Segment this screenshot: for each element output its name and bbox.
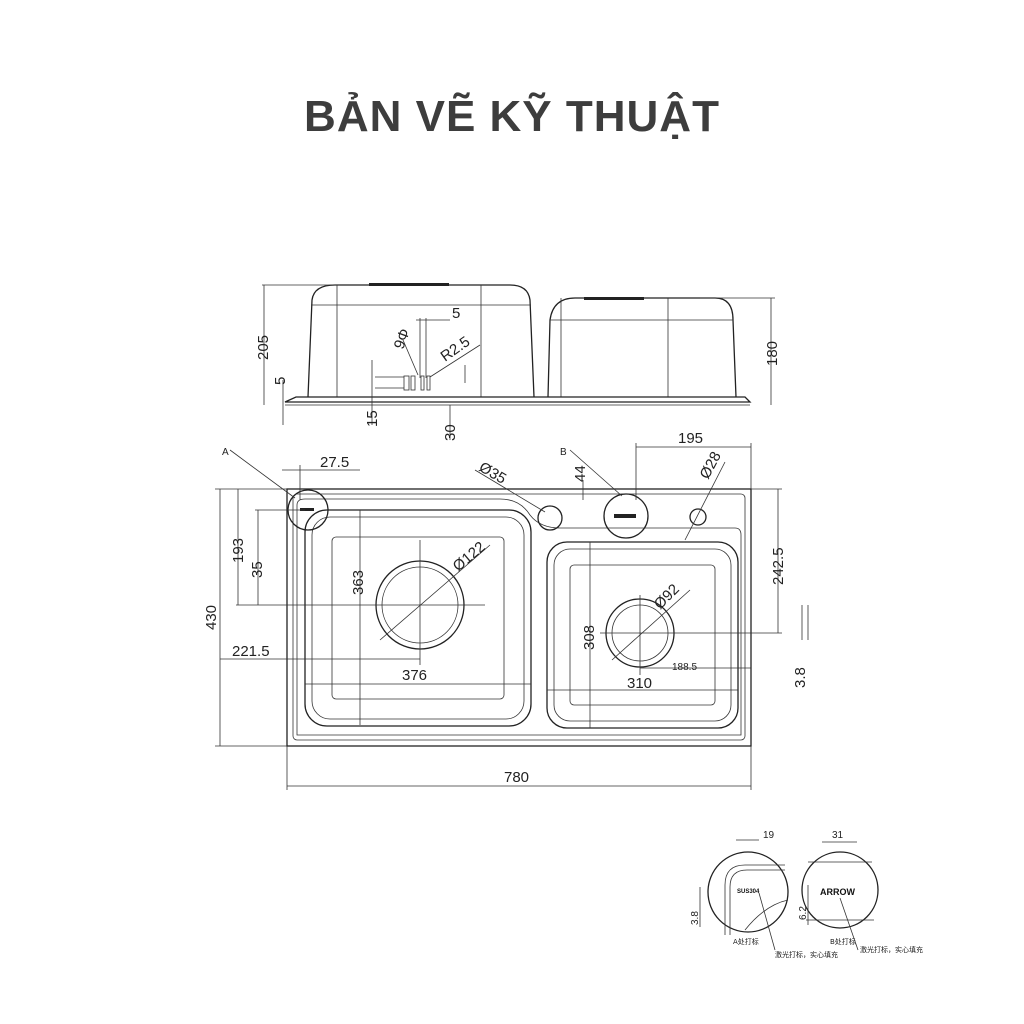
detail-a-dim-h: 3.8 bbox=[690, 911, 701, 925]
detail-b-note: 激光打标，实心填充 bbox=[860, 945, 923, 954]
plan-view: A B 27.5 195 Ø35 44 Ø28 430 193 35 363 Ø… bbox=[203, 430, 809, 790]
detail-a: SUS304 19 3.8 A处打标 激光打标，实心填充 bbox=[690, 830, 838, 959]
dim-188-5: 188.5 bbox=[672, 662, 697, 673]
dim-310: 310 bbox=[627, 675, 652, 692]
dim-35: 35 bbox=[249, 561, 266, 578]
dim-363: 363 bbox=[350, 570, 367, 595]
side-view: 205 180 5 5 9Φ R2.5 15 30 bbox=[255, 283, 781, 441]
dim-430: 430 bbox=[203, 605, 220, 630]
detail-a-note: 激光打标，实心填充 bbox=[775, 950, 838, 959]
detail-b-caption: B处打标 bbox=[830, 937, 856, 946]
label-b: B bbox=[560, 447, 567, 458]
dim-15: 15 bbox=[364, 410, 381, 427]
dim-780: 780 bbox=[504, 769, 529, 786]
dim-phi35: Ø35 bbox=[476, 459, 509, 488]
page-title: BẢN VẼ KỸ THUẬT bbox=[304, 92, 720, 141]
dim-3-8: 3.8 bbox=[792, 667, 809, 688]
dim-180: 180 bbox=[764, 341, 781, 366]
dim-27-5: 27.5 bbox=[320, 454, 349, 471]
dim-5-top: 5 bbox=[452, 305, 460, 322]
dim-376: 376 bbox=[402, 667, 427, 684]
detail-b-mark: ARROW bbox=[820, 887, 855, 897]
detail-a-dim-w: 19 bbox=[763, 830, 775, 841]
dim-phi122: Ø122 bbox=[450, 538, 489, 575]
detail-b: ARROW 31 6.2 B处打标 激光打标，实心填充 bbox=[798, 830, 923, 954]
dim-205: 205 bbox=[255, 335, 272, 360]
dim-308: 308 bbox=[581, 625, 598, 650]
dim-5-left: 5 bbox=[272, 377, 289, 385]
dim-242-5: 242.5 bbox=[770, 547, 787, 585]
dim-phi28: Ø28 bbox=[697, 449, 725, 482]
detail-b-dim-w: 31 bbox=[832, 830, 844, 841]
dim-44: 44 bbox=[572, 465, 589, 482]
detail-a-mark: SUS304 bbox=[737, 889, 760, 895]
label-a: A bbox=[222, 447, 229, 458]
dim-221-5: 221.5 bbox=[232, 643, 270, 660]
detail-a-caption: A处打标 bbox=[733, 937, 759, 946]
dim-phi6: 9Φ bbox=[391, 326, 414, 351]
dim-193: 193 bbox=[230, 538, 247, 563]
dim-30: 30 bbox=[442, 424, 459, 441]
detail-b-dim-h: 6.2 bbox=[798, 906, 809, 920]
dim-195: 195 bbox=[678, 430, 703, 447]
dim-phi92: Ø92 bbox=[651, 581, 683, 613]
